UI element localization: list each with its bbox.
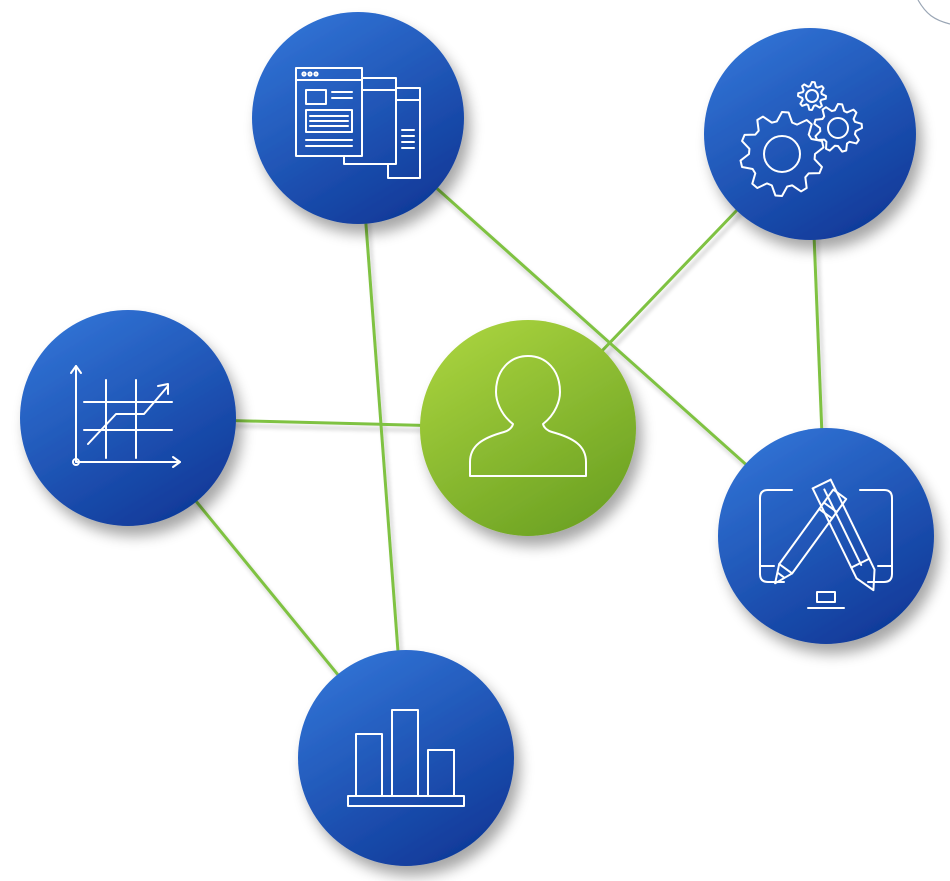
- node-design: [718, 428, 934, 644]
- node-circle: [298, 650, 514, 866]
- design-tools-icon: [759, 478, 893, 609]
- diagram-nodes: [20, 12, 934, 866]
- node-user: [420, 320, 636, 536]
- website-layout-icon: [295, 67, 421, 179]
- user-icon: [469, 355, 587, 477]
- node-circle: [704, 28, 916, 240]
- node-circle: [420, 320, 636, 536]
- node-circle: [252, 12, 464, 224]
- node-analytics: [20, 310, 236, 526]
- node-circle: [718, 428, 934, 644]
- gears-icon: [739, 81, 863, 197]
- corner-decoration: [917, 0, 950, 25]
- node-circle: [20, 310, 236, 526]
- node-statistics: [298, 650, 514, 866]
- bar-chart-icon: [347, 709, 465, 807]
- node-website: [252, 12, 464, 224]
- line-graph-icon: [70, 365, 181, 468]
- node-settings: [704, 28, 916, 240]
